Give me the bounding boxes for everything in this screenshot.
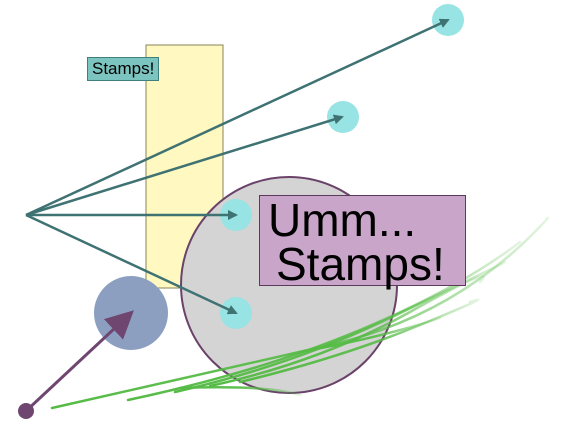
purple-arrow-tail-dot — [18, 403, 34, 419]
arrow-to-top-dot — [25, 18, 450, 217]
teal-arrows — [25, 18, 450, 315]
umm-stamps-line-1: Umm... — [268, 194, 417, 246]
arrow-to-lower-dot — [25, 213, 238, 315]
teal-dot-upper — [327, 101, 359, 133]
arrow-to-upper-dot — [25, 114, 344, 217]
umm-stamps-label: Umm... Stamps! — [259, 194, 466, 290]
umm-stamps-line-2: Stamps! — [276, 238, 445, 290]
stamps-label-small: Stamps! — [87, 57, 160, 81]
grass-strokes — [50, 216, 550, 410]
purple-arrow — [24, 310, 134, 413]
